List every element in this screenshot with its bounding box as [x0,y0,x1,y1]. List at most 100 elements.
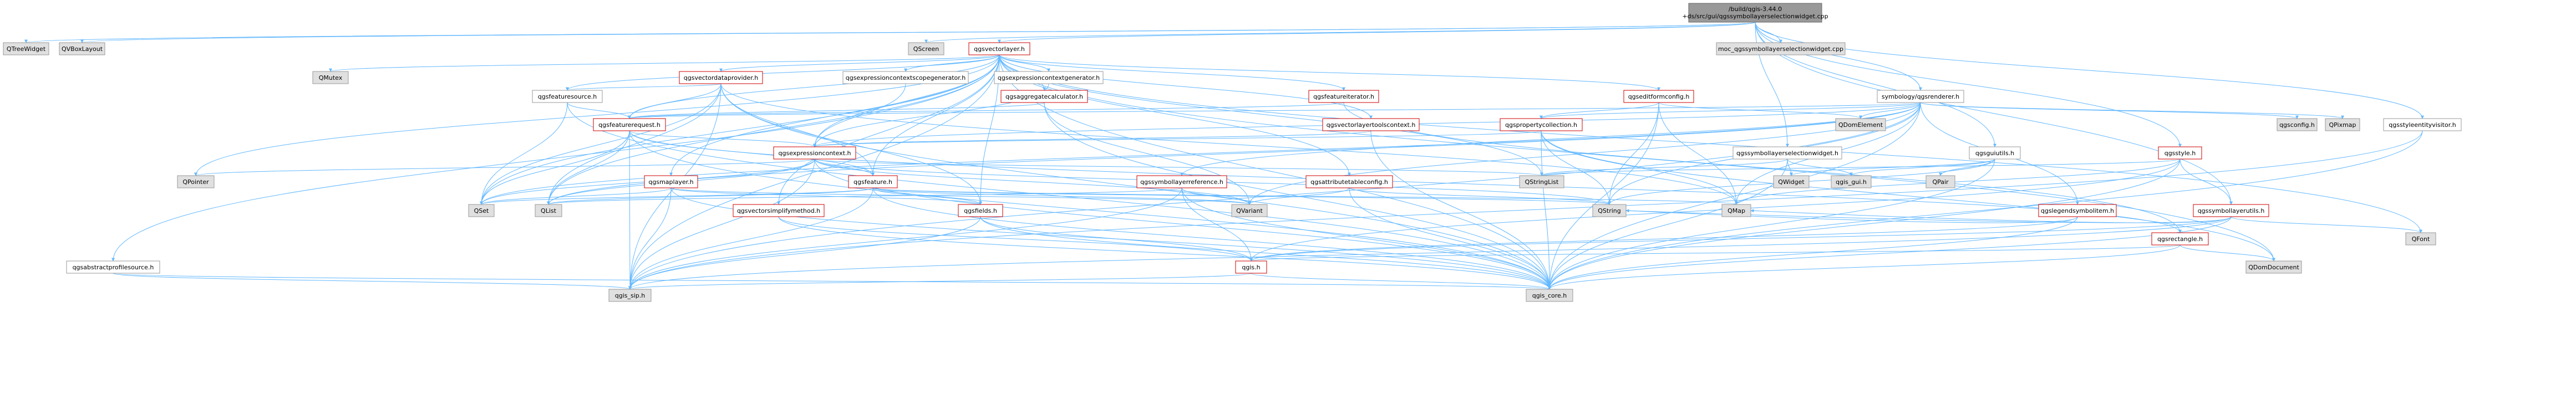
node-label: qgsattributetableconfig.h [1310,178,1388,186]
node-box [2158,146,2202,160]
node-qgssymbollayerreference[interactable]: qgssymbollayerreference.h [1136,175,1227,188]
node-box [1500,118,1583,131]
node-qgis[interactable]: qgis.h [1235,260,1267,274]
node-QWidget: QWidget [1773,175,1810,188]
node-label: qgsexpressioncontextscopegenerator.h [846,74,966,81]
node-label: QWidget [1778,178,1805,186]
node-label: qgslegendsymbolitem.h [2041,207,2114,214]
edge-qgsabstractprofilesource-to-qgis_sip [113,273,632,290]
node-QVariant: QVariant [1231,204,1268,217]
edge-qgsfeaturerequest-to-qgis_core [629,130,1551,290]
edge-qgsfeature-to-qgis_sip [628,187,873,290]
node-qgsattributetableconfig[interactable]: qgsattributetableconfig.h [1305,175,1393,188]
node-qgsexpressioncontextgenerator[interactable]: qgsexpressioncontextgenerator.h [994,71,1104,84]
edge-qgssymbollayerreference-to-qgis_core [1181,187,1551,290]
edge-symbology-to-qgssymbollayerreference [1180,102,1921,176]
node-symbology[interactable]: symbology/qgsrenderer.h [1877,90,1964,103]
node-qgssymbollayerselectionwidget[interactable]: qgssymbollayerselectionwidget.h [1732,146,1842,160]
edge-qgspropertycollection-to-qgsexpressioncontext [813,130,1542,147]
node-QTreeWidget: QTreeWidget [3,42,49,55]
node-QStringList: QStringList [1519,175,1564,188]
node-qgis_sip: qgis_sip.h [608,289,652,302]
edge-qgssymbollayerutils-to-qgis [1249,216,2232,262]
node-label: qgsfeature.h [853,178,892,186]
edge-root-to-qgsvectorlayer [998,22,1756,43]
edge-qgssymbollayerutils-to-QFont [2230,216,2422,233]
edge-qgsvectorlayer-to-qgseditformconfig [999,54,1660,91]
node-box [2325,118,2360,131]
edge-qgsaggregatecalculator-to-qgsfeaturerequest [628,102,1045,119]
node-box [608,289,652,302]
node-root: /build/qgis-3.44.0+ds/src/gui/qgssymboll… [1682,3,1828,23]
node-qgsfeaturerequest[interactable]: qgsfeaturerequest.h [593,118,666,131]
edge-qgsvectorlayer-to-QMutex [329,54,1000,72]
edge-qgsvectorlayer-to-QDomDocument [999,54,2275,262]
edge-qgsvectorsimplifymethod-to-qgis_core [778,216,1551,290]
edge-qgsvectorlayer-to-qgsvectorlayertoolscontext [999,54,1373,119]
edge-qgsguiutils-to-qgis_core [1548,158,1995,290]
edge-qgssymbollayerutils-to-qgis_core [1548,216,2232,290]
node-qgsexpressioncontextscopegenerator[interactable]: qgsexpressioncontextscopegenerator.h [842,71,969,84]
node-box [848,175,898,188]
node-box [532,90,603,103]
node-label: qgssymbollayerreference.h [1140,178,1223,186]
node-qgsabstractprofilesource[interactable]: qgsabstractprofilesource.h [66,260,160,274]
node-qgsvectorsimplifymethod[interactable]: qgsvectorsimplifymethod.h [733,204,825,217]
edge-qgspropertycollection-to-QMap [1541,130,1738,205]
node-QDomElement: QDomElement [1835,118,1886,131]
node-label: +ds/src/gui/qgssymbollayerselectionwidge… [1682,13,1828,20]
node-label: qgsvectordataprovider.h [684,74,758,81]
node-label: symbology/qgsrenderer.h [1882,93,1959,100]
edge-root-to-symbology [1755,22,1922,91]
node-label: qgsvectorlayer.h [974,45,1025,53]
edge-root-to-QScreen [924,22,1756,43]
edge-qgsguiutils-to-qgis_gui [1850,158,1995,176]
node-qgsfields[interactable]: qgsfields.h [958,204,1003,217]
node-box [968,42,1030,55]
node-qgsfeatureiterator[interactable]: qgsfeatureiterator.h [1308,90,1379,103]
node-label: qgsfeaturesource.h [538,93,597,100]
node-label: QSet [474,207,489,214]
edge-qgsvectorlayer-to-qgsvectordataprovider [719,54,1000,72]
edge-qgsexpressioncontext-to-QPointer [194,158,815,176]
node-label: qgsfields.h [964,207,997,214]
node-box [2245,260,2302,274]
node-label: moc_qgssymbollayerselectionwidget.cpp [1718,45,1843,53]
edge-qgslegendsymbolitem-to-qgis [1249,216,2078,262]
edge-qgsvectorlayertoolscontext-to-qgis_core [1370,130,1551,290]
edge-qgsfeature-to-QSet [480,187,873,205]
edge-qgsfeaturesource-to-qgsfeaturerequest [567,102,631,119]
node-QDomDocument: QDomDocument [2245,260,2302,274]
node-qgsaggregatecalculator[interactable]: qgsaggregatecalculator.h [1000,90,1088,103]
node-box [2151,232,2209,245]
node-qgsstyle[interactable]: qgsstyle.h [2158,146,2202,160]
node-qgsconfig: qgsconfig.h [2277,118,2318,131]
edge-qgsstyle-to-qgssymbollayerutils [2179,158,2233,205]
edge-qgspropertycollection-to-qgis_core [1541,130,1551,290]
node-box [842,71,969,84]
edge-qgsaggregatecalculator-to-QVariant [1044,102,1251,205]
node-qgsstyleentityvisitor[interactable]: qgsstyleentityvisitor.h [2383,118,2462,131]
edge-qgsfeature-to-qgis_core [872,187,1551,290]
node-box [177,175,215,188]
node-label: QDomDocument [2248,264,2299,271]
node-qgsguiutils[interactable]: qgsguiutils.h [1969,146,2021,160]
node-qgsrectangle[interactable]: qgsrectangle.h [2151,232,2209,245]
node-qgsvectordataprovider[interactable]: qgsvectordataprovider.h [679,71,763,84]
node-box [59,42,105,55]
edge-qgsmaplayer-to-qgsfields [670,187,982,205]
node-qgslegendsymbolitem[interactable]: qgslegendsymbolitem.h [2038,204,2117,217]
node-qgspropertycollection[interactable]: qgspropertycollection.h [1500,118,1583,131]
edge-root-to-qgsstyleentityvisitor [1755,22,2424,119]
edge-qgsvectorlayer-to-qgis_sip [628,54,1000,290]
node-qgsmaplayer[interactable]: qgsmaplayer.h [644,175,698,188]
node-qgsfeature[interactable]: qgsfeature.h [848,175,898,188]
node-qgsvectorlayertoolscontext[interactable]: qgsvectorlayertoolscontext.h [1322,118,1420,131]
node-qgsfeaturesource[interactable]: qgsfeaturesource.h [532,90,603,103]
node-label: qgsexpressioncontextgenerator.h [998,74,1100,81]
node-qgseditformconfig[interactable]: qgseditformconfig.h [1623,90,1694,103]
node-qgssymbollayerutils[interactable]: qgssymbollayerutils.h [2193,204,2269,217]
node-label: QPixmap [2329,121,2356,129]
node-qgsexpressioncontext[interactable]: qgsexpressioncontext.h [773,146,856,160]
node-qgsvectorlayer[interactable]: qgsvectorlayer.h [968,42,1030,55]
